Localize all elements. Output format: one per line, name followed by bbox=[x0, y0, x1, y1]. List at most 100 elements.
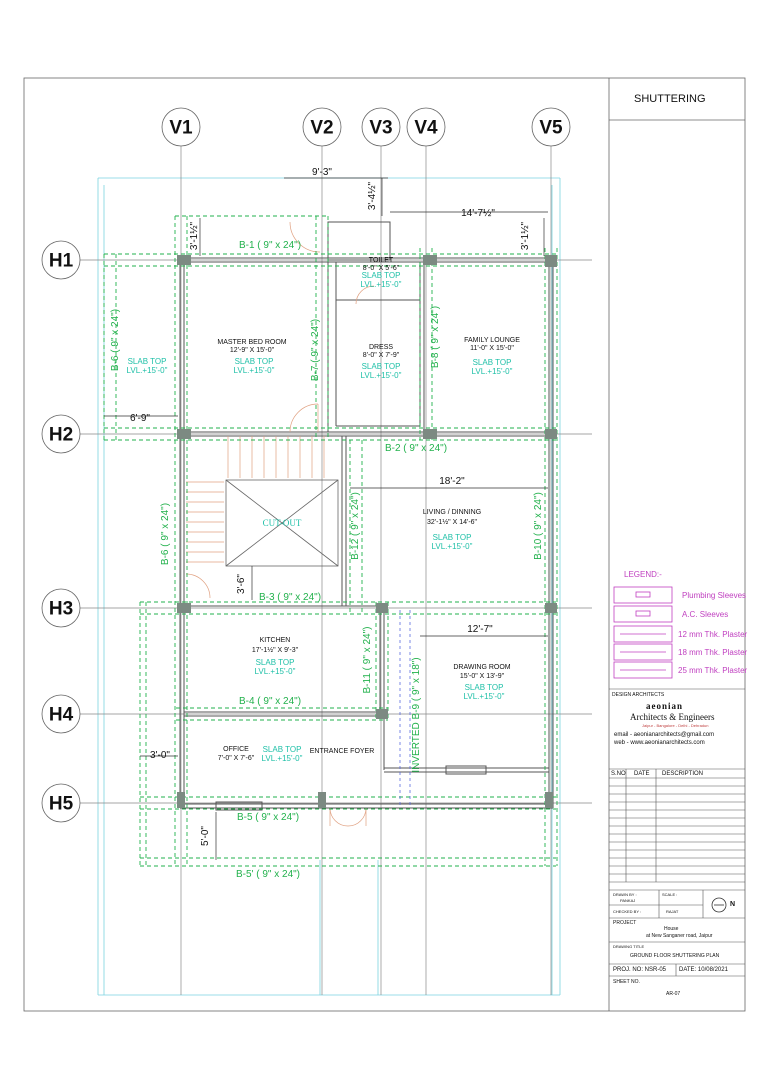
plot-outline bbox=[97, 177, 561, 996]
grid-label-h2: H2 bbox=[49, 425, 73, 446]
grid-label-v3: V3 bbox=[369, 118, 392, 139]
title-block-lines bbox=[609, 688, 745, 977]
dim-3-4: 3'-4½" bbox=[367, 181, 378, 210]
room-name-dress: DRESS bbox=[369, 344, 393, 351]
project-label: PROJECT bbox=[613, 920, 637, 926]
legend-item-12mm: 12 mm Thk. Plaster bbox=[678, 630, 748, 639]
beam-label-b4: B-4 ( 9" x 24") bbox=[239, 696, 301, 707]
beam-label-b5: B-5 ( 9" x 24") bbox=[237, 812, 299, 823]
revision-header-description: DESCRIPTION bbox=[662, 771, 704, 777]
grid-bubbles bbox=[41, 107, 571, 823]
drawing-title: GROUND FLOOR SHUTTERING PLAN bbox=[630, 953, 720, 959]
staircase bbox=[186, 436, 325, 563]
beam-label-b7: B-7 ( 9" x 24") bbox=[310, 319, 321, 381]
revision-header-date: DATE bbox=[634, 771, 650, 777]
slab-family-1: SLAB TOP bbox=[473, 358, 512, 367]
drawn-by-value: PANKAJ bbox=[620, 898, 636, 903]
beam-label-b1: B-1 ( 9" x 24") bbox=[239, 240, 301, 251]
beam-label-b9: INVERTED B-9 ( 9" x 18") bbox=[411, 657, 422, 772]
slab-living-1: SLAB TOP bbox=[433, 533, 472, 542]
beam-label-b6-bottom: B-6 ( 9" x 24") bbox=[160, 503, 171, 565]
slab-kitchen-1: SLAB TOP bbox=[256, 658, 295, 667]
drawing-title-label: DRAWING TITLE bbox=[613, 944, 645, 949]
slab-family-2: LVL.+15'-0" bbox=[472, 367, 513, 376]
slab-dress-1: SLAB TOP bbox=[362, 362, 401, 371]
dimension-lines bbox=[104, 177, 548, 860]
drawing-date: DATE: 10/08/2021 bbox=[679, 967, 728, 973]
revision-header-sno: S.NO bbox=[611, 771, 626, 777]
room-name-foyer: ENTRANCE FOYER bbox=[310, 748, 375, 755]
dim-3-1-right: 3'-1½" bbox=[520, 221, 531, 250]
cutout-box bbox=[225, 479, 339, 567]
firm-label: DESIGN ARCHITECTS bbox=[612, 692, 665, 698]
legend-item-18mm: 18 mm Thk. Plaster bbox=[678, 648, 748, 657]
slab-master-2: LVL.+15'-0" bbox=[234, 366, 275, 375]
walls bbox=[179, 221, 554, 811]
dim-3-1-left: 3'-1½" bbox=[189, 221, 200, 250]
slab-office-1: SLAB TOP bbox=[263, 745, 302, 754]
dim-3-6: 3'-6" bbox=[236, 574, 247, 594]
grid-label-v5: V5 bbox=[539, 118, 563, 139]
room-size-family: 11'-0" X 15'-0" bbox=[470, 345, 514, 352]
beam-label-b12: B-12 ( 9" x 24") bbox=[350, 492, 361, 560]
slab-office-2: LVL.+15'-0" bbox=[262, 754, 303, 763]
firm-subtitle: Architects & Engineers bbox=[630, 712, 715, 722]
sheet-no-value: AR-07 bbox=[666, 991, 681, 997]
slab-master-1: SLAB TOP bbox=[235, 357, 274, 366]
legend-title: LEGEND:- bbox=[624, 570, 662, 579]
north-label: N bbox=[730, 901, 736, 908]
room-size-drawing: 15'-0" X 13'-9" bbox=[460, 673, 505, 680]
grid-label-v1: V1 bbox=[169, 118, 193, 139]
legend-item-25mm: 25 mm Thk. Plaster bbox=[678, 666, 748, 675]
beam-label-b3: B-3 ( 9" x 24") bbox=[259, 592, 321, 603]
firm-cities: Jaipur - Bangalore - Delhi - Dehradun bbox=[642, 723, 709, 728]
grid-label-h5: H5 bbox=[49, 794, 74, 815]
sheet-border bbox=[23, 77, 746, 1012]
dim-12-7: 12'-7" bbox=[467, 624, 493, 635]
room-size-master: 12'-9" X 15'-0" bbox=[230, 347, 275, 354]
cutout-label: CUT-OUT bbox=[263, 518, 302, 528]
drawn-by-label: DRAWN BY : bbox=[613, 892, 637, 897]
legend-item-ac: A.C. Sleeves bbox=[682, 610, 728, 619]
room-name-master: MASTER BED ROOM bbox=[217, 339, 286, 346]
slab-toilet-2: LVL.+15'-0" bbox=[361, 280, 402, 289]
room-name-toilet: TOILET bbox=[369, 257, 394, 264]
slab-left-2: LVL.+15'-0" bbox=[127, 366, 168, 375]
dim-3-0: 3'-0" bbox=[150, 750, 170, 761]
slab-living-2: LVL.+15'-0" bbox=[432, 542, 473, 551]
slab-toilet-1: SLAB TOP bbox=[362, 271, 401, 280]
checked-by-label: CHECKED BY : bbox=[613, 909, 642, 914]
slab-drawing-2: LVL.+15'-0" bbox=[464, 692, 505, 701]
room-name-living: LIVING / DINNING bbox=[423, 509, 481, 516]
room-size-living: 32'-1½" X 14'-6" bbox=[427, 518, 478, 526]
dim-6-9: 6'-9" bbox=[130, 413, 150, 424]
sheet-no-label: SHEET NO. bbox=[613, 979, 640, 985]
slab-dress-2: LVL.+15'-0" bbox=[361, 371, 402, 380]
beam-label-b5-prime: B-5' ( 9" x 24") bbox=[236, 869, 300, 880]
dim-18-2: 18'-2" bbox=[439, 476, 465, 487]
dim-5-0: 5'-0" bbox=[200, 826, 211, 846]
project-line2: at New Sanganer road, Jaipur bbox=[646, 933, 713, 939]
legend-item-plumbing: Plumbing Sleeves bbox=[682, 591, 746, 600]
legend-swatches bbox=[613, 586, 673, 679]
room-name-drawing: DRAWING ROOM bbox=[453, 664, 510, 671]
beam-label-b10: B-10 ( 9" x 24") bbox=[533, 492, 544, 560]
firm-name: aeonian bbox=[646, 701, 684, 711]
dim-14-7: 14'-7½" bbox=[461, 208, 495, 219]
grid-label-v2: V2 bbox=[310, 118, 333, 139]
slab-left-1: SLAB TOP bbox=[128, 357, 167, 366]
beam-label-b2: B-2 ( 9" x 24") bbox=[385, 443, 447, 454]
room-name-kitchen: KITCHEN bbox=[260, 637, 291, 644]
columns bbox=[177, 255, 557, 808]
beam-label-b6-top: B-6 ( 9" x 24") bbox=[110, 309, 121, 371]
firm-web: web - www.aeonianarchitects.com bbox=[614, 740, 705, 746]
grid-label-h1: H1 bbox=[49, 251, 74, 272]
sheet-heading: SHUTTERING bbox=[634, 93, 706, 105]
inverted-beam bbox=[399, 610, 411, 808]
beam-label-b8: B-8 ( 9" x 24") bbox=[430, 306, 441, 368]
grid-label-h4: H4 bbox=[49, 705, 74, 726]
project-line1: House bbox=[664, 926, 679, 932]
north-arrow-icon bbox=[711, 897, 727, 913]
room-size-office: 7'-0" X 7'-6" bbox=[218, 755, 255, 762]
